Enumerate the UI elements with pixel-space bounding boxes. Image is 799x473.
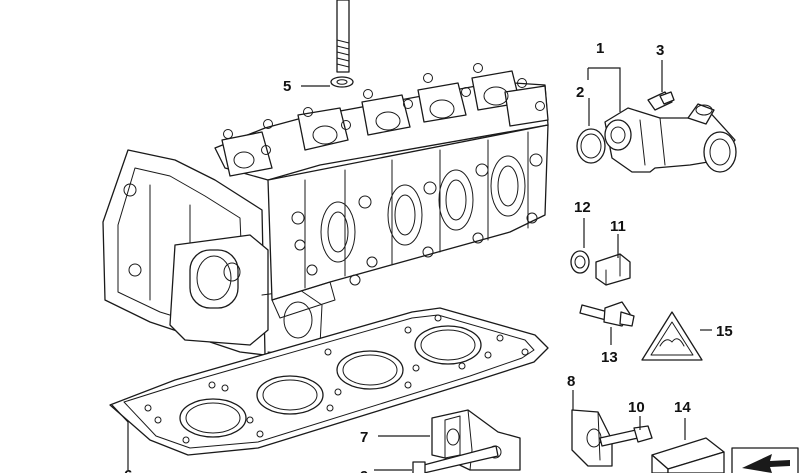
temperature-sensor — [579, 301, 635, 327]
callout-11: 11 — [610, 218, 626, 235]
arrow-icon — [731, 447, 799, 473]
callout-15: 15 — [716, 323, 733, 340]
callout-6: 6 — [124, 467, 132, 473]
head-gasket — [109, 307, 549, 456]
sealing-ring — [570, 250, 590, 274]
callout-3: 3 — [656, 42, 664, 59]
callout-9: 9 — [360, 468, 368, 473]
callout-10: 10 — [628, 399, 645, 416]
callout-7: 7 — [360, 429, 368, 446]
warning-label — [641, 311, 703, 361]
callout-13: 13 — [601, 349, 618, 366]
callout-14: 14 — [674, 399, 691, 416]
callout-8: 8 — [567, 373, 575, 390]
callout-1: 1 — [596, 40, 604, 57]
grease-packet — [651, 437, 725, 473]
cylinder-head — [102, 63, 549, 356]
housing-bolt — [647, 91, 675, 111]
leader-lines — [111, 60, 712, 471]
bracket-bolt — [412, 445, 499, 473]
callout-5: 5 — [283, 78, 291, 95]
callout-2: 2 — [576, 84, 584, 101]
flange-bolt — [599, 425, 653, 447]
screw-plug — [595, 253, 631, 286]
callout-12: 12 — [574, 199, 591, 216]
head-bolt — [330, 0, 354, 88]
thermostat-housing — [604, 103, 737, 173]
